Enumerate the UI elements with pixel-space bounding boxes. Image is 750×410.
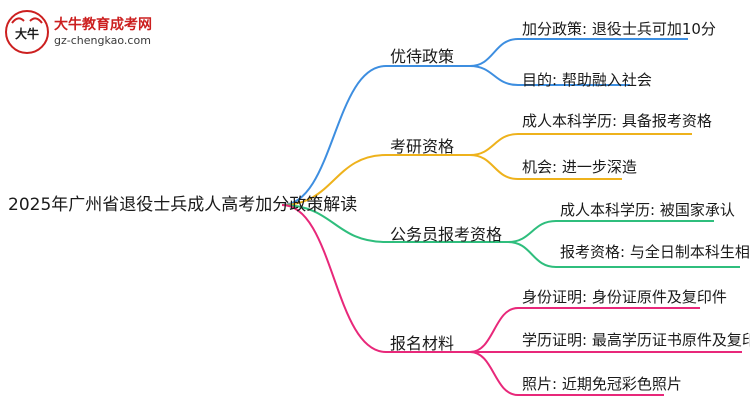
branch-connector [281,65,387,206]
leaf-topic: 学历证明: 最高学历证书原件及复印件 [522,331,750,349]
branch-topic: 考研资格 [390,137,455,156]
branch-connector [281,204,387,243]
leaf-topic: 照片: 近期免冠彩色照片 [522,375,682,393]
bull-logo-icon: 大牛 [5,10,49,54]
branch-connector [281,154,387,206]
leaf-topic: 机会: 进一步深造 [522,158,637,176]
leaf-connector [507,241,557,268]
brand-logo: 大牛 大牛教育成考网 gz-chengkao.com [4,8,152,56]
leaf-topic: 成人本科学历: 被国家承认 [560,201,735,219]
branch-topic: 优待政策 [390,47,455,66]
branch-connector [281,204,387,353]
brand-title: 大牛教育成考网 [54,17,152,33]
leaf-connector [469,351,519,396]
brand-url: gz-chengkao.com [54,34,151,47]
branch-topic: 公务员报考资格 [390,225,503,244]
leaf-connector [507,220,557,243]
leaf-topic: 加分政策: 退役士兵可加10分 [522,20,716,38]
leaf-connector [469,133,519,156]
branch-topic: 报名材料 [390,334,455,353]
leaf-connector [469,38,519,67]
logo-glyph: 大牛 [15,26,39,41]
leaf-connector [469,154,519,180]
leaf-topic: 报考资格: 与全日制本科生相同 [560,243,750,261]
mindmap-edges [281,38,742,396]
leaf-connector [469,65,519,86]
leaf-topic: 身份证明: 身份证原件及复印件 [522,288,727,306]
leaf-topic: 成人本科学历: 具备报考资格 [522,112,712,130]
leaf-connector [469,307,519,353]
leaf-topic: 目的: 帮助融入社会 [522,71,652,89]
root-topic: 2025年广州省退役士兵成人高考加分政策解读 [8,195,358,215]
